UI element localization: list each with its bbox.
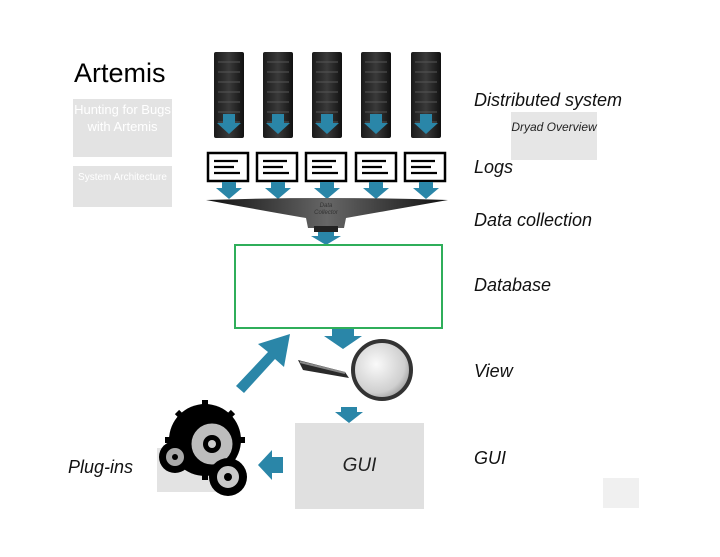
plugins-label: Plug-ins — [68, 457, 134, 477]
dryad-overview-button[interactable]: Dryad Overview — [511, 112, 597, 160]
funnel-label: Data Collector — [314, 203, 338, 216]
magnifying-glass-icon — [298, 339, 413, 401]
label-view: View — [474, 361, 513, 381]
page-title: Artemis — [74, 58, 166, 88]
db-to-view-arrow — [324, 327, 362, 349]
label-logs: Logs — [474, 157, 514, 177]
plugins-to-db-arrow — [236, 334, 290, 393]
system-architecture-button[interactable]: System Architecture — [73, 166, 172, 207]
label-data-collection: Data collection — [474, 210, 593, 230]
server-rack-icon — [214, 52, 441, 138]
log-document-icon — [206, 151, 447, 183]
label-distributed-system: Distributed system — [474, 90, 623, 110]
database-box — [234, 244, 443, 329]
funnel-to-db-arrow — [311, 232, 341, 245]
funnel-icon — [206, 198, 448, 232]
label-database: Database — [474, 275, 552, 295]
label-gui: GUI — [474, 448, 507, 468]
hunting-for-bugs-button[interactable]: Hunting for Bugs with Artemis — [73, 99, 172, 157]
corner-button[interactable] — [603, 478, 639, 508]
rack-to-log-arrows — [217, 114, 438, 134]
log-to-funnel-arrows — [216, 182, 439, 199]
gears-icon — [157, 400, 247, 496]
gui-box: GUI — [295, 423, 424, 509]
gui-to-plugins-arrow — [258, 450, 283, 480]
view-to-gui-arrow — [335, 407, 363, 423]
